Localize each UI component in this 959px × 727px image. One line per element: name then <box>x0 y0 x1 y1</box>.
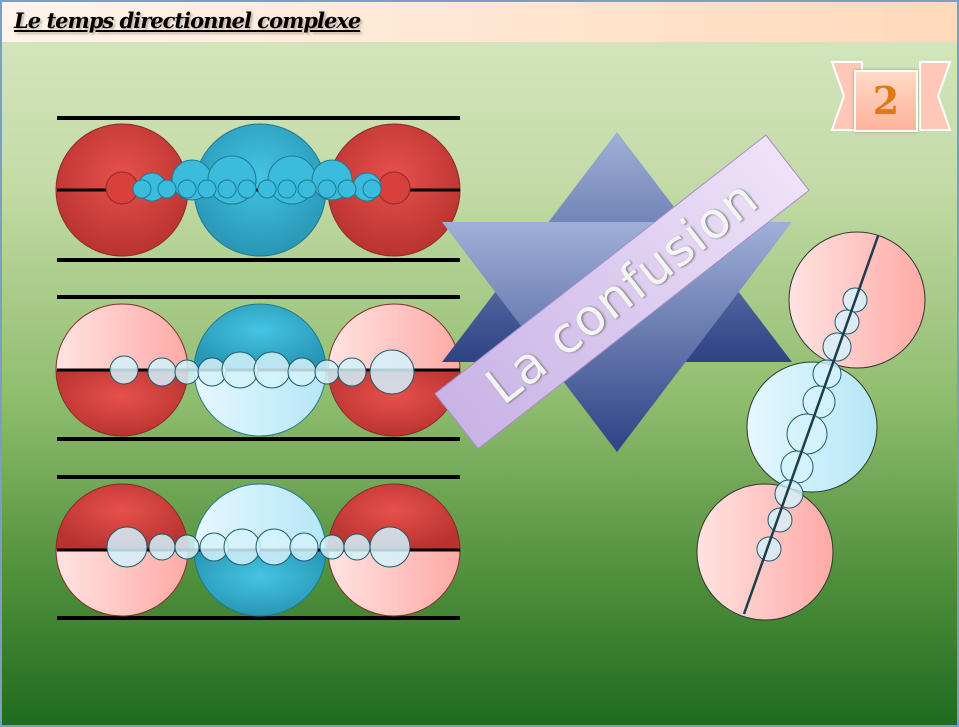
slide-title: Le temps directionnel complexe <box>14 8 361 33</box>
row-3-bottom-light <box>55 475 461 620</box>
diagonal-circles <box>696 231 926 621</box>
confusion-banner <box>434 134 810 450</box>
header-bar: Le temps directionnel complexe <box>2 2 957 42</box>
slide-number-badge: 2 <box>854 70 918 132</box>
row-2-top-light <box>55 295 461 441</box>
row-1-full-colored <box>55 116 461 262</box>
